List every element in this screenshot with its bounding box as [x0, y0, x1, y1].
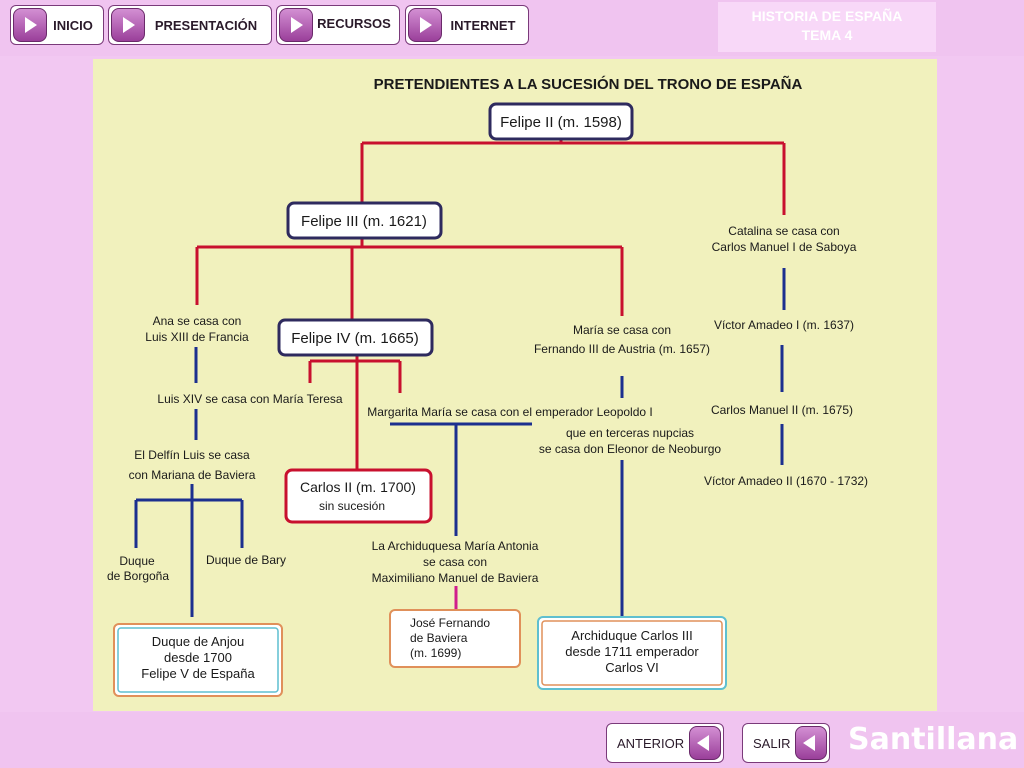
ana-line2: Luis XIII de Francia: [145, 330, 249, 344]
anjou-line3: Felipe V de España: [141, 666, 255, 681]
bottom-toolbar: [0, 712, 1024, 768]
margarita-label: Margarita María se casa con el emperador…: [367, 405, 653, 419]
carlos2-box: [284, 468, 433, 524]
anjou-box: [113, 623, 283, 697]
maria-line2: Fernando III de Austria (m. 1657): [534, 342, 710, 356]
felipe4-label: Felipe IV (m. 1665): [291, 330, 419, 347]
internet-label: INTERNET: [450, 18, 516, 33]
internet-button[interactable]: INTERNET: [405, 5, 529, 45]
section-title-line1: HISTORIA DE ESPAÑA: [751, 8, 903, 24]
luis14-label: Luis XIV se casa con María Teresa: [157, 392, 343, 406]
borgona-line1: Duque: [119, 554, 155, 568]
felipe2-box: [488, 102, 634, 141]
anterior-button[interactable]: ANTERIOR: [606, 723, 724, 763]
bary-label: Duque de Bary: [206, 553, 286, 567]
salir-button[interactable]: SALIR: [742, 723, 830, 763]
carlos3-inner-border: [541, 620, 723, 686]
salir-label: SALIR: [753, 736, 791, 751]
back-arrow-icon: [689, 726, 721, 760]
diagram-panel: [93, 59, 937, 711]
borgona-line2: de Borgoña: [107, 569, 169, 583]
play-arrow-icon: [408, 8, 442, 42]
archiduquesa-line2: se casa con: [423, 555, 487, 569]
back-arrow-icon: [795, 726, 827, 760]
play-arrow-icon: [279, 8, 313, 42]
jose-fernando-line2: de Baviera: [410, 631, 468, 645]
carlos3-line2: desde 1711 emperador: [565, 644, 699, 659]
presentacion-label: PRESENTACIÓN: [154, 18, 258, 33]
anjou-inner-border: [117, 627, 279, 693]
presentacion-button[interactable]: PRESENTACIÓN: [108, 5, 272, 45]
jose-fernando-line1: José Fernando: [410, 616, 490, 630]
inicio-label: INICIO: [53, 18, 93, 33]
archiduquesa-line1: La Archiduquesa María Antonia: [372, 539, 539, 553]
felipe3-label: Felipe III (m. 1621): [301, 213, 427, 230]
delfin-line1: El Delfín Luis se casa: [134, 448, 250, 462]
felipe4-box: [277, 318, 434, 357]
carlos3-line3: Carlos VI: [605, 660, 658, 675]
anterior-label: ANTERIOR: [617, 736, 685, 751]
terceras-line1: que en terceras nupcias: [566, 426, 694, 440]
catalina-line1: Catalina se casa con: [728, 224, 839, 238]
carlos2-note: sin sucesión: [319, 499, 385, 513]
victor-amadeo1-label: Víctor Amadeo I (m. 1637): [714, 318, 854, 332]
catalina-line2: Carlos Manuel I de Saboya: [712, 240, 857, 254]
carlos2-label: Carlos II (m. 1700): [300, 479, 416, 495]
felipe2-label: Felipe II (m. 1598): [500, 114, 622, 131]
carlos-manuel2-label: Carlos Manuel II (m. 1675): [711, 403, 853, 417]
carlos3-box: [537, 616, 727, 690]
jose-fernando-line3: (m. 1699): [410, 646, 461, 660]
recursos-label: RECURSOS: [317, 16, 391, 31]
carlos3-line1: Archiduque Carlos III: [571, 628, 692, 643]
red-connectors: [195, 139, 786, 470]
anjou-line2: desde 1700: [164, 650, 232, 665]
victor-amadeo2-label: Víctor Amadeo II (1670 - 1732): [704, 474, 868, 488]
publisher-logo: Santillana: [848, 722, 1019, 757]
inicio-button[interactable]: INICIO: [10, 5, 104, 45]
delfin-line2: con Mariana de Baviera: [129, 468, 256, 482]
blue-connectors: [134, 268, 786, 617]
section-title-line2: TEMA 4: [801, 27, 853, 43]
diagram-title: PRETENDIENTES A LA SUCESIÓN DEL TRONO DE…: [374, 75, 803, 93]
play-arrow-icon: [13, 8, 47, 42]
maria-line1: María se casa con: [573, 323, 671, 337]
terceras-line2: se casa don Eleonor de Neoburgo: [539, 442, 721, 456]
felipe3-box: [286, 201, 443, 240]
archiduquesa-line3: Maximiliano Manuel de Baviera: [372, 571, 539, 585]
section-title: HISTORIA DE ESPAÑA TEMA 4: [718, 2, 936, 52]
recursos-button[interactable]: RECURSOS: [276, 5, 400, 45]
play-arrow-icon: [111, 8, 145, 42]
ana-line1: Ana se casa con: [153, 314, 242, 328]
anjou-line1: Duque de Anjou: [152, 634, 245, 649]
jose-fernando-box: [389, 609, 521, 668]
